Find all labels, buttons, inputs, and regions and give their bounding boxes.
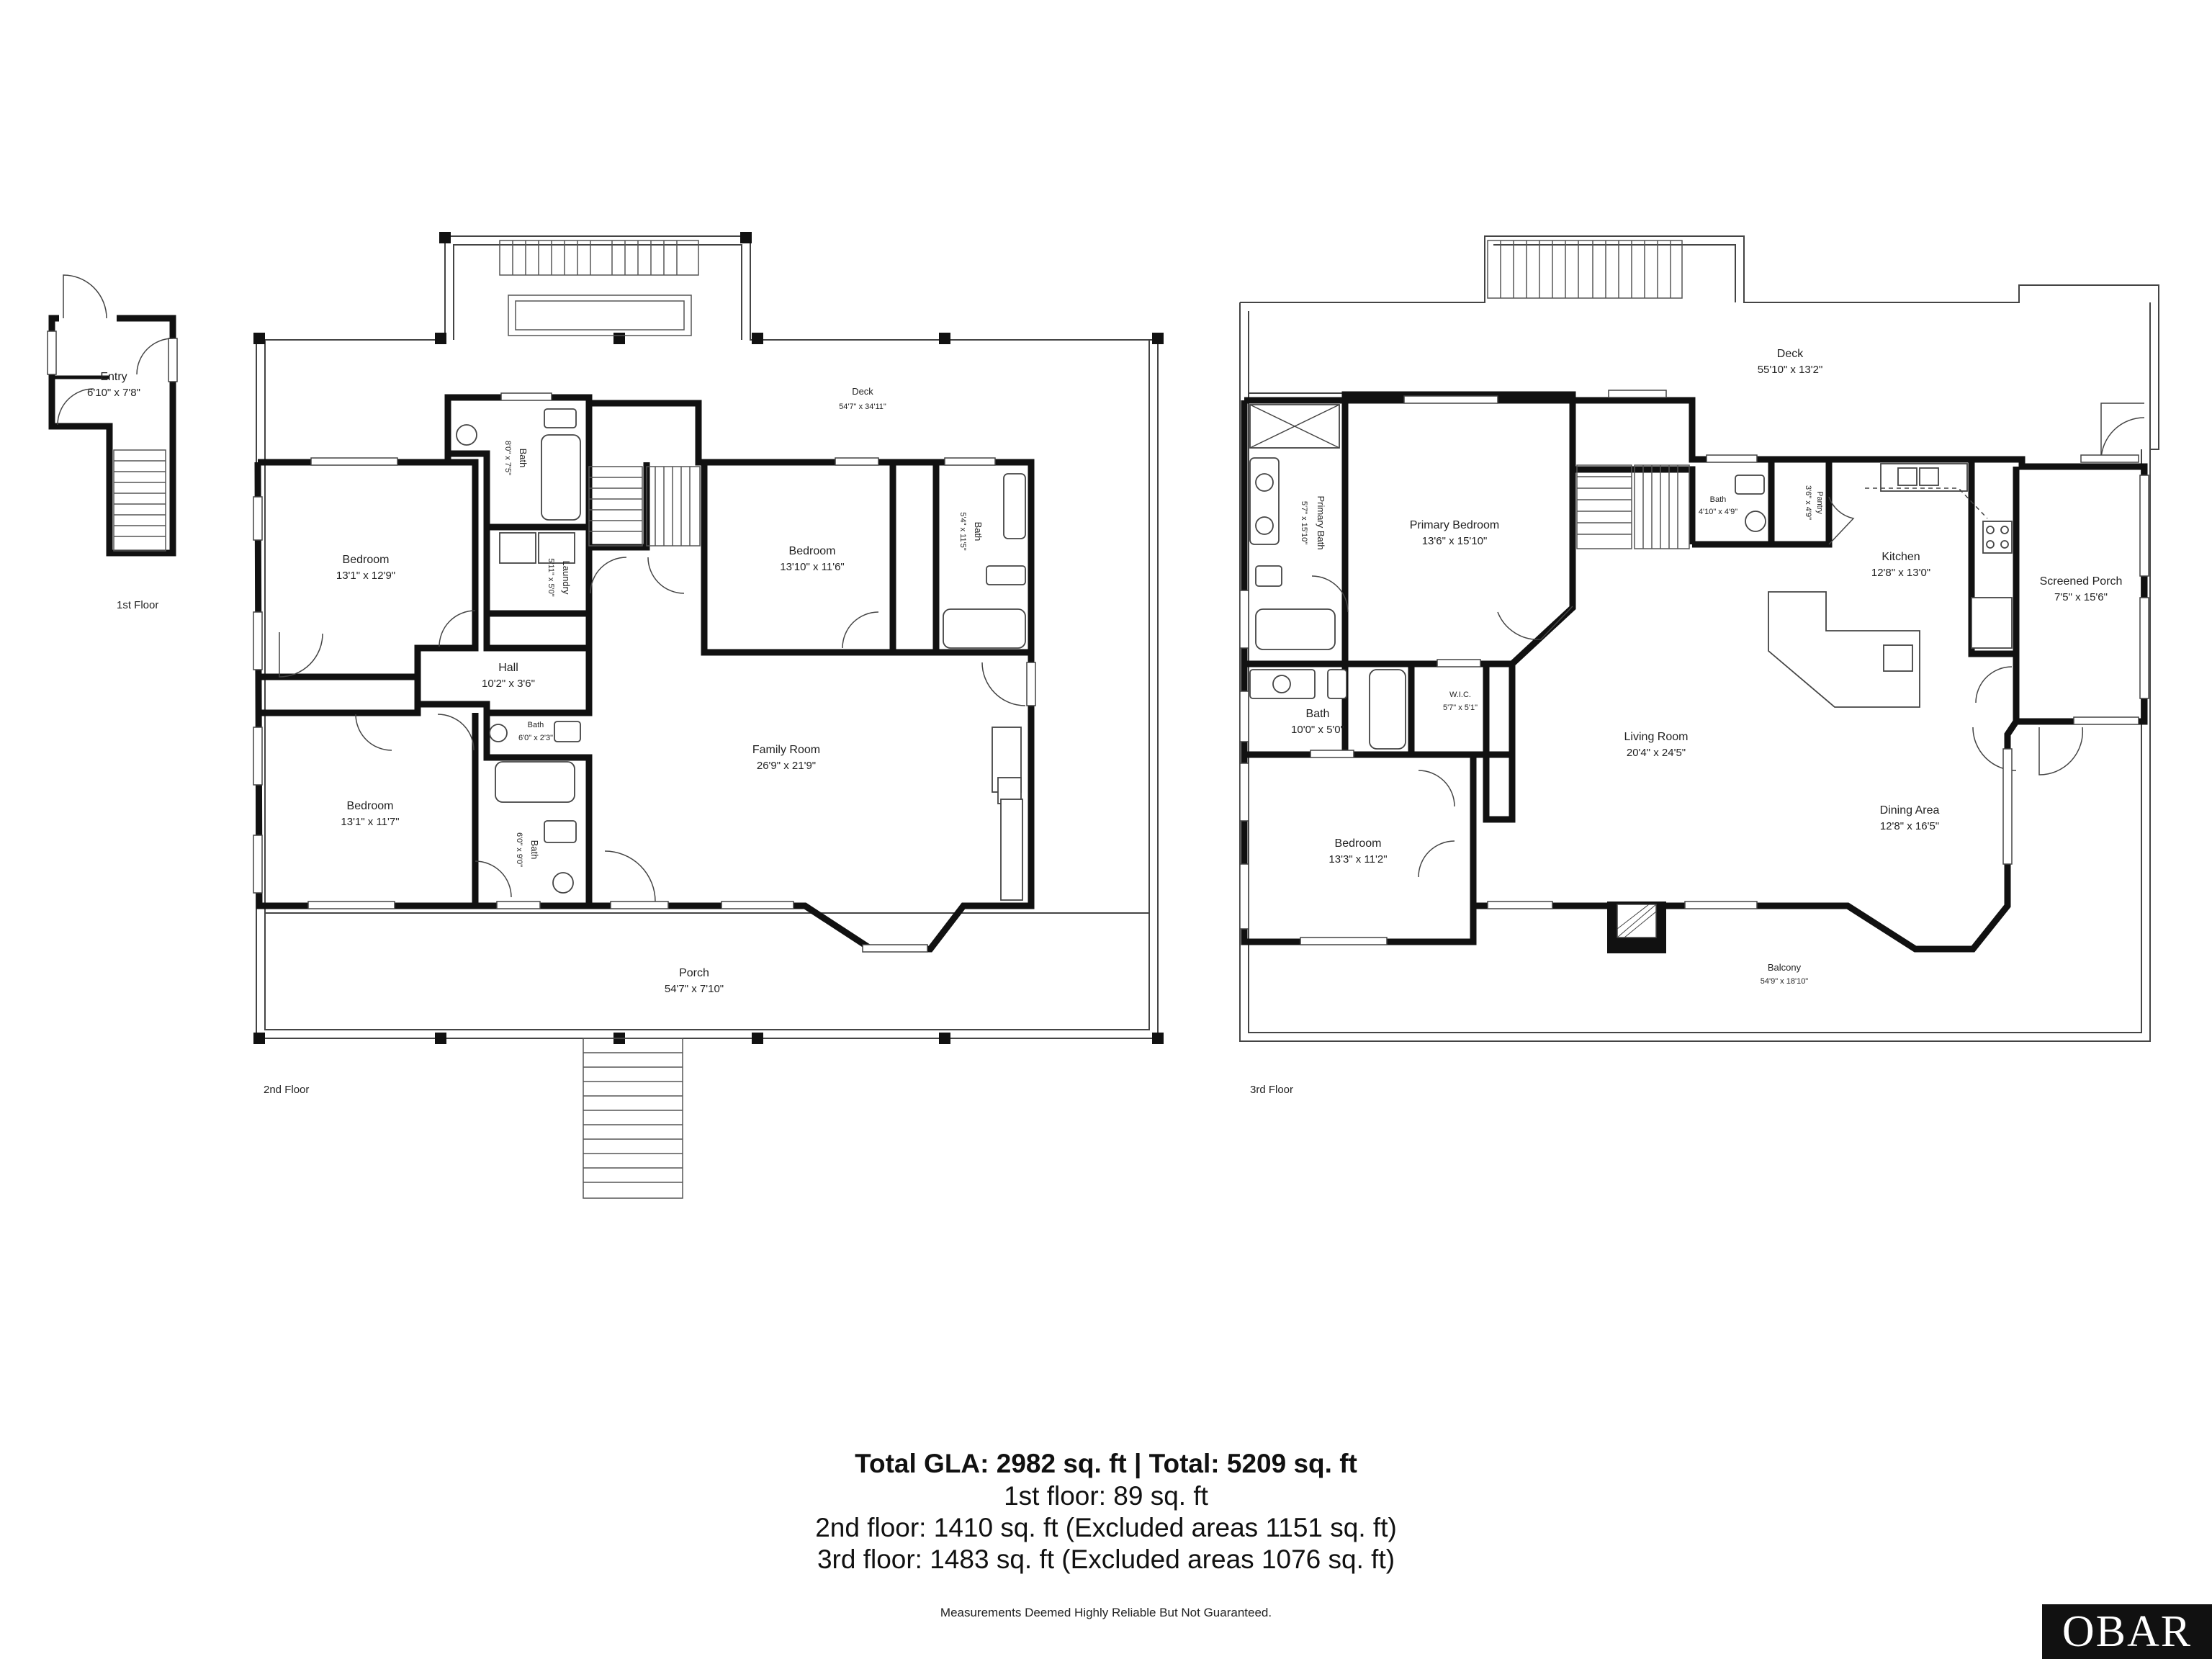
bedroom-3f-dims: 13'3" x 11'2" [1328, 853, 1387, 866]
entry-label: Entry [100, 371, 127, 383]
screened-porch-label: Screened Porch [2040, 575, 2123, 588]
bath-3f-a-dims: 4'10" x 4'9" [1699, 508, 1737, 516]
bath-2f-b-label: Bath [973, 522, 984, 541]
screened-porch-dims: 7'5" x 15'6" [2054, 591, 2108, 603]
pantry-label: Pantry [1815, 491, 1824, 514]
first-floor-label: 1st Floor [117, 599, 158, 611]
total-area: Total GLA: 2982 sq. ft | Total: 5209 sq.… [855, 1449, 1357, 1478]
bath-2f-d-label: Bath [529, 840, 540, 860]
family-room-dims: 26'9" x 21'9" [757, 760, 816, 772]
wic-label: W.I.C. [1449, 691, 1471, 699]
bedroom-2f-b-dims: 13'10" x 11'6" [780, 561, 845, 573]
bath-2f-b-dims: 5'4" x 11'5" [958, 512, 967, 550]
bedroom-2f-a-dims: 13'1" x 12'9" [336, 570, 395, 582]
kitchen-label: Kitchen [1881, 551, 1920, 563]
laundry-dims: 5'11" x 5'0" [547, 558, 555, 596]
primary-bath-label: Primary Bath [1316, 495, 1326, 549]
porch-dims: 54'7" x 7'10" [665, 983, 724, 995]
deck-2f-label: Deck [852, 386, 873, 397]
bath-2f-a-label: Bath [518, 449, 529, 468]
first-floor-plan [47, 274, 178, 557]
second-floor-plan [253, 232, 1164, 1199]
second-floor-area: 2nd floor: 1410 sq. ft (Excluded areas 1… [815, 1513, 1397, 1542]
pantry-dims: 3'6" x 4'9" [1804, 485, 1812, 520]
family-room-label: Family Room [752, 744, 820, 756]
bedroom-2f-c-dims: 13'1" x 11'7" [341, 816, 399, 828]
deck-2f-dims: 54'7" x 34'11" [839, 403, 886, 411]
kitchen-dims: 12'8" x 13'0" [1871, 567, 1930, 579]
disclaimer: Measurements Deemed Highly Reliable But … [940, 1606, 1272, 1619]
porch-label: Porch [679, 967, 709, 979]
bedroom-2f-a-label: Bedroom [343, 554, 390, 566]
bath-2f-a-dims: 8'0" x 7'5" [503, 441, 512, 475]
primary-bath-dims: 5'7" x 15'10" [1300, 501, 1308, 544]
bath-3f-a-label: Bath [1710, 495, 1727, 504]
deck-3f-label: Deck [1777, 348, 1804, 360]
balcony-dims: 54'9" x 18'10" [1761, 977, 1809, 986]
bedroom-2f-b-label: Bedroom [789, 545, 836, 557]
bath-2f-c-dims: 6'0" x 2'3" [518, 734, 553, 742]
third-floor-label: 3rd Floor [1250, 1084, 1293, 1096]
bath-2f-d-dims: 6'0" x 9'0" [515, 832, 523, 867]
third-floor-area: 3rd floor: 1483 sq. ft (Excluded areas 1… [817, 1545, 1395, 1574]
obar-logo: OBAR [2042, 1604, 2212, 1659]
living-room-dims: 20'4" x 24'5" [1627, 747, 1686, 759]
logo-text: OBAR [2062, 1606, 2193, 1656]
bath-2f-c-label: Bath [528, 721, 544, 729]
second-floor-label: 2nd Floor [264, 1084, 309, 1096]
area-summary: Total GLA: 2982 sq. ft | Total: 5209 sq.… [0, 1447, 2212, 1575]
bedroom-2f-c-label: Bedroom [347, 800, 394, 812]
dining-area-label: Dining Area [1880, 804, 1940, 817]
dining-area-dims: 12'8" x 16'5" [1880, 820, 1939, 832]
primary-bedroom-dims: 13'6" x 15'10" [1422, 535, 1488, 547]
bedroom-3f-label: Bedroom [1335, 837, 1382, 850]
wic-dims: 5'7" x 5'1" [1443, 703, 1478, 712]
bath-3f-b-dims: 10'0" x 5'0" [1291, 724, 1344, 736]
hall-label: Hall [498, 662, 518, 674]
third-floor-plan [1239, 235, 2159, 1042]
deck-3f-dims: 55'10" x 13'2" [1758, 364, 1823, 376]
laundry-label: Laundry [561, 561, 572, 595]
entry-dims: 6'10" x 7'8" [87, 387, 140, 399]
primary-bedroom-label: Primary Bedroom [1410, 519, 1499, 531]
hall-dims: 10'2" x 3'6" [482, 678, 535, 690]
living-room-label: Living Room [1624, 731, 1689, 743]
first-floor-area: 1st floor: 89 sq. ft [1004, 1481, 1208, 1511]
bath-3f-b-label: Bath [1306, 708, 1330, 720]
balcony-label: Balcony [1768, 962, 1802, 973]
